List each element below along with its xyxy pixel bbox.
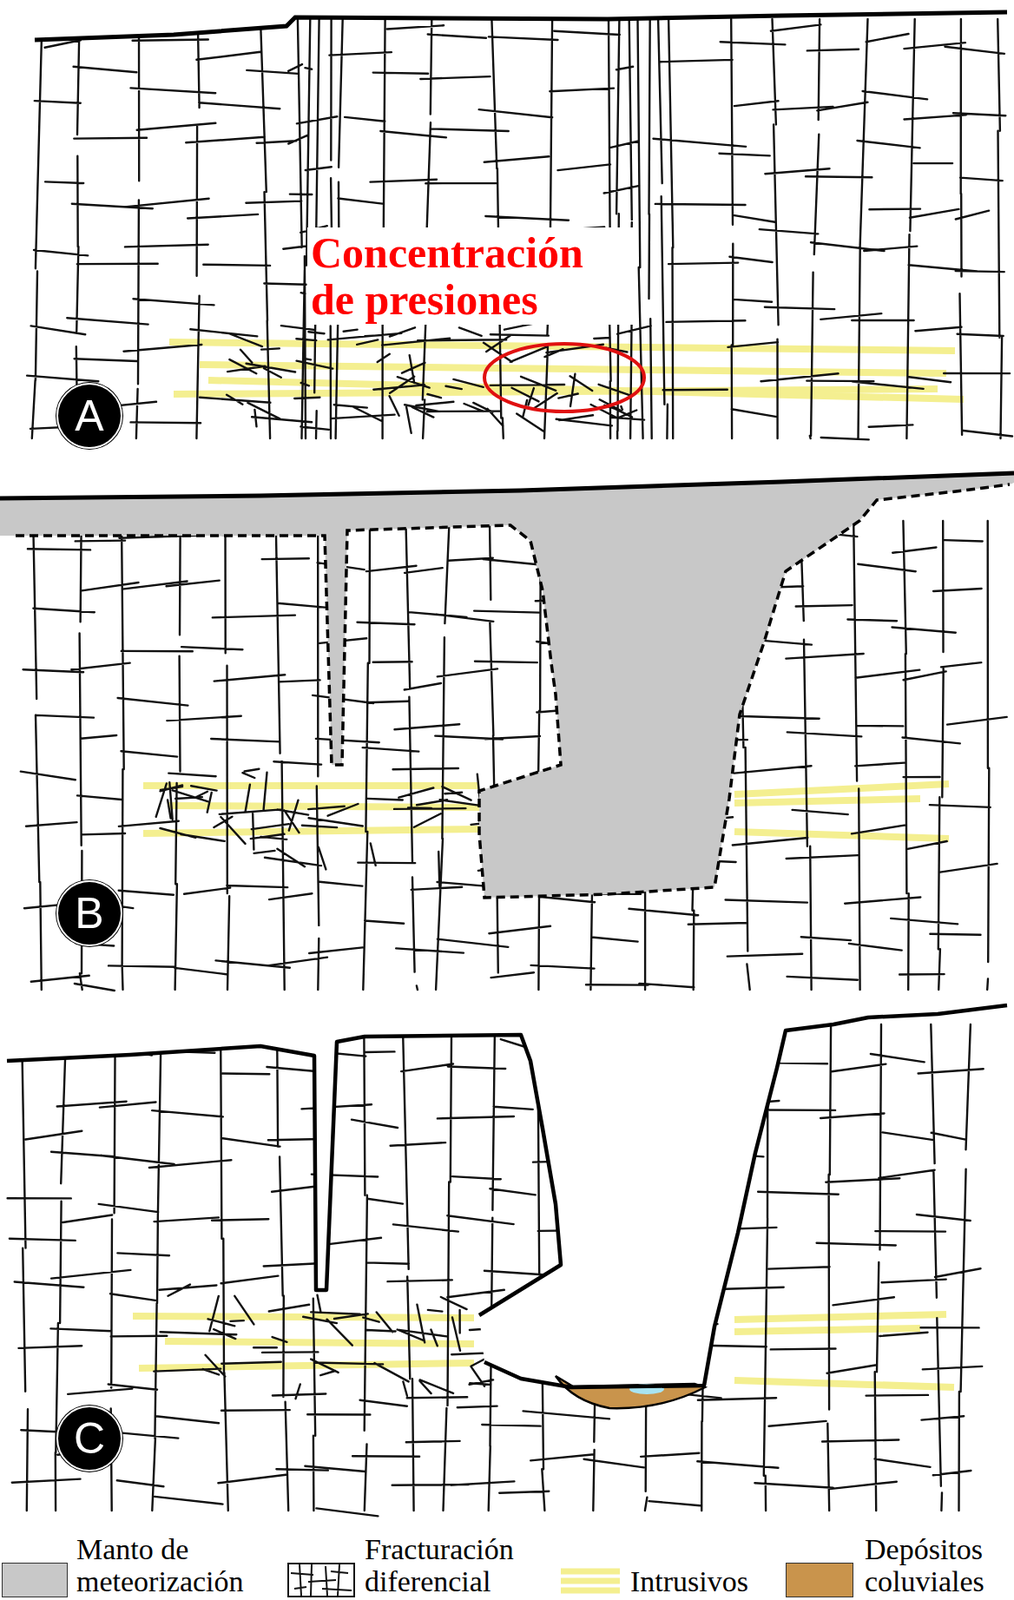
legend-swatch [785, 1562, 854, 1598]
ground-surface [34, 12, 1008, 40]
fracture-network [7, 1024, 984, 1516]
ground-surface [0, 473, 1014, 499]
panel-letter: C [73, 1416, 106, 1461]
annotation-label: Concentración de presiones [307, 227, 638, 325]
legend-symbol [559, 1562, 622, 1598]
legend-text: Manto de meteorización [76, 1533, 285, 1598]
panel-letter-circle: B [56, 880, 123, 947]
fracture-network [26, 19, 1013, 440]
intrusive-line [734, 1328, 921, 1332]
fracture-network [20, 520, 1008, 991]
fracture-lines [26, 19, 1013, 440]
legend-symbol [287, 1562, 356, 1598]
legend-text: Fracturación diferencial [364, 1533, 556, 1598]
sky-mask [0, 0, 1014, 41]
intrusive-line [138, 1362, 475, 1369]
legend-symbol-lines [288, 1563, 355, 1597]
legend-swatch [1, 1562, 68, 1598]
weathering-mantle [0, 474, 1014, 898]
fracture-lines [7, 1024, 984, 1516]
intrusive-line [734, 831, 949, 839]
legend-text: Depósitos coluviales [864, 1533, 1013, 1598]
intrusive-line [164, 1341, 475, 1344]
panel-letter: A [74, 394, 104, 438]
valley-mask [0, 994, 1014, 1388]
ground-surface [6, 1034, 561, 1316]
intrusive-line [199, 364, 947, 374]
colluvial-deposit [555, 1376, 705, 1409]
intrusive-line [734, 798, 921, 804]
pressure-ellipse [484, 343, 645, 412]
weathering-front [15, 484, 1010, 898]
panel-letter-circle: C [56, 1405, 123, 1472]
ground-surface [484, 1005, 1008, 1388]
sky-mask [0, 468, 1014, 476]
panel-letter-circle: A [56, 382, 123, 449]
intrusive-line [734, 1380, 955, 1388]
fracture-lines [20, 520, 1008, 991]
intrusive-line [734, 783, 949, 795]
panel-letter: B [74, 891, 104, 935]
legend-symbol-lines [560, 1571, 620, 1591]
legend-text: Intrusivos [630, 1565, 783, 1598]
intrusive-line [143, 829, 480, 834]
